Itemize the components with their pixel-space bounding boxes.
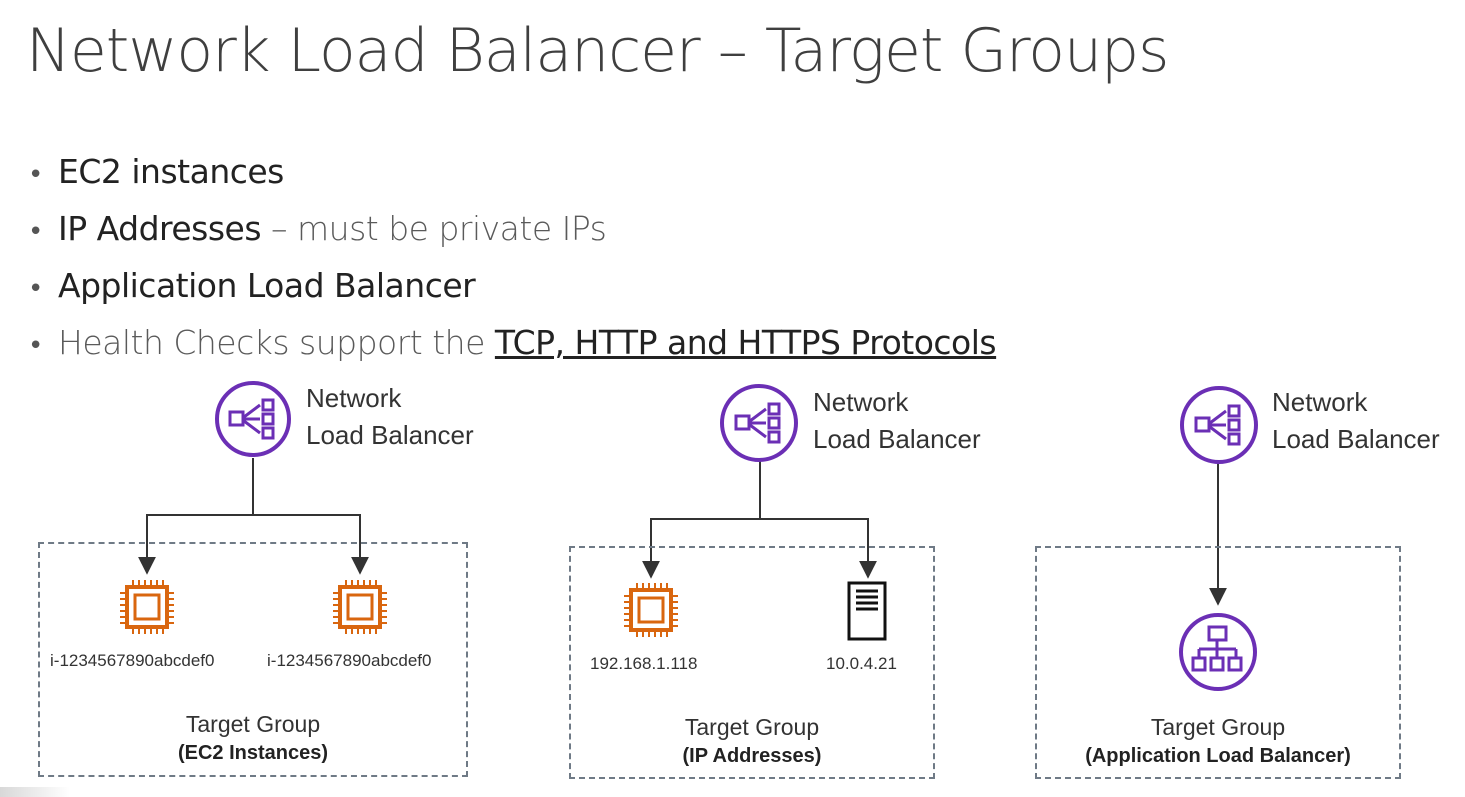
- bullet-text: Health Checks support the: [58, 323, 495, 362]
- network-load-balancer-icon: [720, 384, 798, 462]
- slide-title: Network Load Balancer – Target Groups: [26, 16, 1169, 86]
- connector-line: [760, 518, 877, 579]
- network-load-balancer-icon: [215, 381, 291, 457]
- bullet-text: EC2 instances: [58, 152, 284, 191]
- target-group-type: (EC2 Instances): [177, 742, 329, 764]
- bullet-item: •IP Addresses – must be private IPs: [28, 209, 607, 248]
- connector-line: [253, 514, 369, 575]
- target-group-box: [569, 546, 935, 779]
- protocols-link[interactable]: TCP, HTTP and HTTPS Protocols: [494, 323, 997, 362]
- target-group-type: (IP Addresses): [682, 745, 822, 767]
- target-label: i-1234567890abcdef0: [267, 651, 432, 670]
- target-group-type: (Application Load Balancer): [1085, 745, 1351, 767]
- slide-corner-decoration: [0, 787, 70, 797]
- bullet-item: •EC2 instances: [28, 152, 284, 191]
- server-icon: [847, 581, 887, 641]
- target-group-label: Target Group (IP Addresses): [640, 714, 864, 768]
- ec2-instance-icon: [120, 580, 174, 634]
- lb-label: Network Load Balancer: [306, 383, 474, 450]
- network-load-balancer-icon: [1180, 386, 1258, 464]
- bullet-text: Application Load Balancer: [58, 266, 476, 305]
- target-label: i-1234567890abcdef0: [50, 651, 215, 670]
- ec2-instance-icon: [333, 580, 387, 634]
- bullet-item: •Health Checks support the TCP, HTTP and…: [28, 323, 997, 362]
- target-label: 10.0.4.21: [826, 654, 897, 673]
- target-label: 192.168.1.118: [590, 654, 698, 673]
- bullet-note: – must be private IPs: [261, 209, 607, 248]
- target-group-box: [1035, 546, 1401, 779]
- lb-label: Network Load Balancer: [1272, 387, 1440, 454]
- bullet-item: •Application Load Balancer: [28, 266, 476, 305]
- target-group-label: Target Group (Application Load Balancer): [1068, 714, 1368, 768]
- lb-label: Network Load Balancer: [813, 387, 981, 454]
- target-group-box: [38, 542, 468, 777]
- bullet-text: IP Addresses: [58, 209, 262, 248]
- connector-line: [642, 460, 761, 579]
- connector-line: [138, 458, 254, 575]
- target-group-label: Target Group (EC2 Instances): [140, 711, 366, 765]
- bullet-list: •EC2 instances •IP Addresses – must be p…: [28, 145, 997, 373]
- application-load-balancer-icon: [1179, 613, 1257, 691]
- ec2-instance-icon: [624, 583, 678, 637]
